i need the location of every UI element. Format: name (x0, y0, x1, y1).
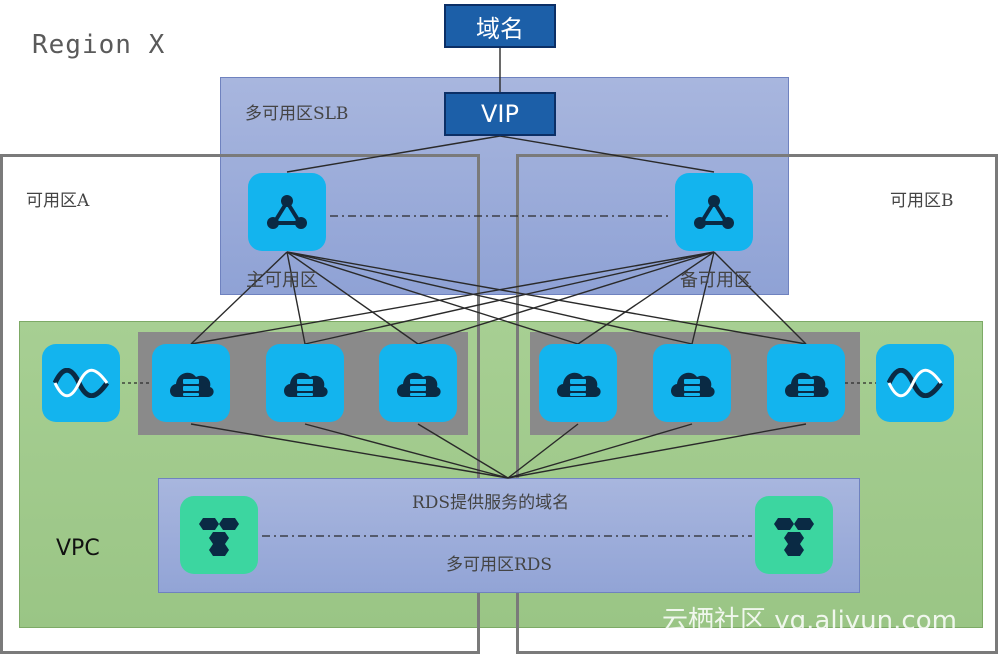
slb-primary-icon (248, 173, 326, 251)
region-label: Region X (32, 30, 166, 60)
zone-b-label: 可用区B (890, 191, 954, 211)
vpc-label: VPC (56, 536, 100, 561)
domain-box: 域名 (444, 4, 556, 48)
backup-zone-label: 备可用区 (680, 270, 752, 291)
slb-backup-icon (675, 173, 753, 251)
slb-label: 多可用区SLB (245, 104, 349, 124)
wave-gateway-icon-left (42, 344, 120, 422)
cloud-server-icon-a2 (266, 344, 344, 422)
rds-domain-label: RDS提供服务的域名 (412, 493, 570, 513)
wave-gateway-icon-right (876, 344, 954, 422)
rds-label: 多可用区RDS (446, 555, 553, 575)
vip-box: VIP (444, 92, 556, 136)
cloud-server-icon-b2 (653, 344, 731, 422)
database-cluster-icon-primary (180, 496, 258, 574)
cloud-server-icon-a1 (152, 344, 230, 422)
cloud-server-icon-a3 (379, 344, 457, 422)
watermark: 云栖社区 yq.aliyun.com (662, 606, 957, 636)
primary-zone-label: 主可用区 (246, 270, 318, 291)
database-cluster-icon-standby (755, 496, 833, 574)
cloud-server-icon-b3 (767, 344, 845, 422)
zone-a-label: 可用区A (26, 191, 90, 211)
cloud-server-icon-b1 (539, 344, 617, 422)
